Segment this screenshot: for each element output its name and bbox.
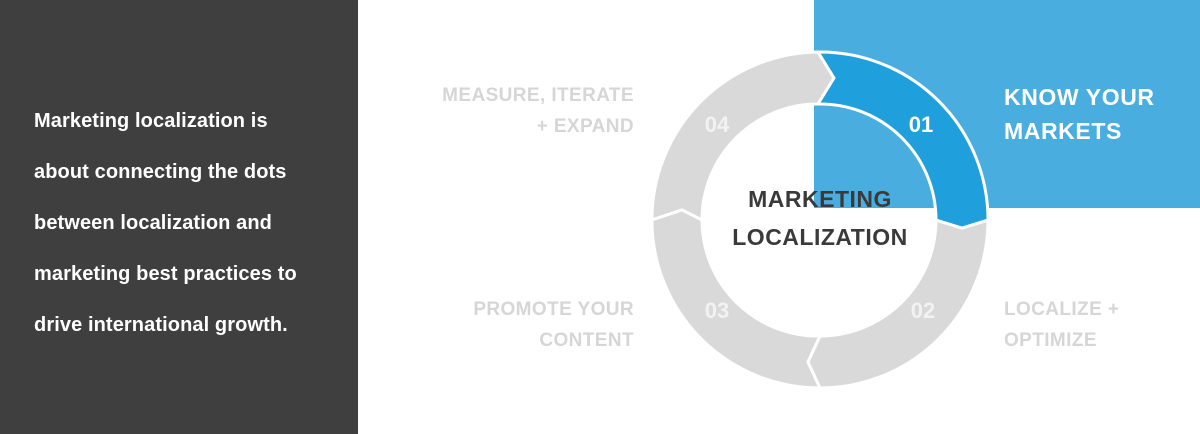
step-label-line: MARKETS [1004, 118, 1122, 144]
step-label-line: KNOW YOUR [1004, 84, 1155, 110]
intro-panel: Marketing localization is about connecti… [0, 0, 358, 434]
step-label-line: OPTIMIZE [1004, 330, 1097, 351]
step-label-line: CONTENT [539, 330, 634, 351]
step-number-02: 02 [911, 298, 935, 323]
segment-02 [806, 217, 990, 390]
intro-line: marketing best practices to [34, 263, 297, 285]
segment-01 [815, 50, 990, 230]
step-number-03: 03 [705, 298, 729, 323]
intro-line: about connecting the dots [34, 161, 287, 183]
step-label-03: PROMOTE YOUR CONTENT [400, 294, 634, 356]
center-title-line: LOCALIZATION [732, 224, 908, 250]
step-number-04: 04 [705, 112, 730, 137]
step-label-line: LOCALIZE + [1004, 299, 1120, 320]
step-label-02: LOCALIZE + OPTIMIZE [1004, 294, 1119, 356]
intro-line: drive international growth. [34, 314, 288, 336]
step-label-line: + EXPAND [536, 116, 634, 137]
step-label-line: MEASURE, ITERATE [442, 85, 634, 106]
center-title: MARKETING LOCALIZATION [700, 180, 940, 256]
step-label-01: KNOW YOUR MARKETS [1004, 80, 1155, 148]
center-title-line: MARKETING [748, 186, 892, 212]
intro-text: Marketing localization is about connecti… [34, 96, 344, 351]
intro-line: between localization and [34, 212, 272, 234]
step-label-line: PROMOTE YOUR [473, 299, 634, 320]
step-label-04: MEASURE, ITERATE + EXPAND [380, 80, 634, 142]
segment-03 [650, 208, 823, 390]
step-number-01: 01 [909, 112, 933, 137]
intro-line: Marketing localization is [34, 110, 268, 132]
